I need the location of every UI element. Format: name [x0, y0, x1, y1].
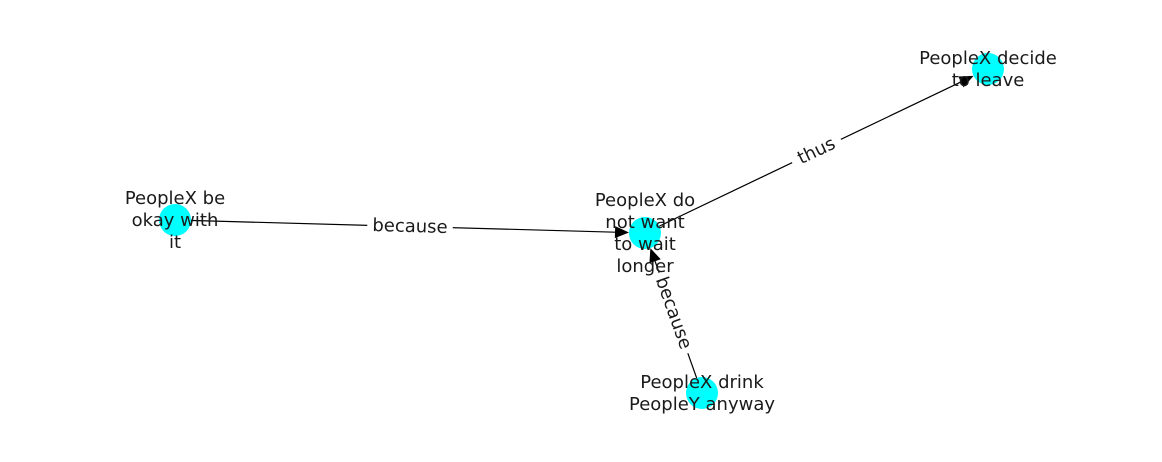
arrowhead-icon [614, 226, 630, 239]
arrowhead-icon [649, 248, 661, 264]
edge-label-group: because [366, 213, 454, 240]
edge-label-group: because [647, 268, 700, 358]
node-label-line: not want [605, 212, 684, 233]
node-label-line: PeopleY anyway [629, 394, 775, 415]
node-circle [972, 53, 1004, 85]
edge-label-group: thus [786, 128, 847, 174]
arrowhead-icon [958, 75, 974, 88]
edge-label: because [651, 274, 696, 352]
node-circle [686, 377, 718, 409]
node-label-line: PeopleX drink [640, 372, 764, 393]
edge-label-background [366, 213, 454, 240]
node-circle [159, 204, 191, 236]
edge-label-background [647, 268, 700, 358]
node-okay [159, 204, 191, 236]
node-notwait [629, 217, 661, 249]
node-label-line: it [169, 232, 181, 253]
node-circle [629, 217, 661, 249]
node-leave [972, 53, 1004, 85]
node-label-line: PeopleX do [595, 190, 695, 211]
edges-layer [174, 75, 974, 394]
edge-label-background [786, 128, 847, 174]
node-label-line: okay with [132, 210, 219, 231]
node-label-line: PeopleX decide [919, 48, 1057, 69]
node-label-line: to wait [614, 234, 676, 255]
node-drink [686, 377, 718, 409]
node-label-line: to leave [952, 70, 1025, 91]
node-label-line: longer [616, 256, 674, 277]
node-label-line: PeopleX be [125, 188, 225, 209]
nodes-layer [159, 53, 1004, 409]
edge-label: because [372, 215, 448, 238]
